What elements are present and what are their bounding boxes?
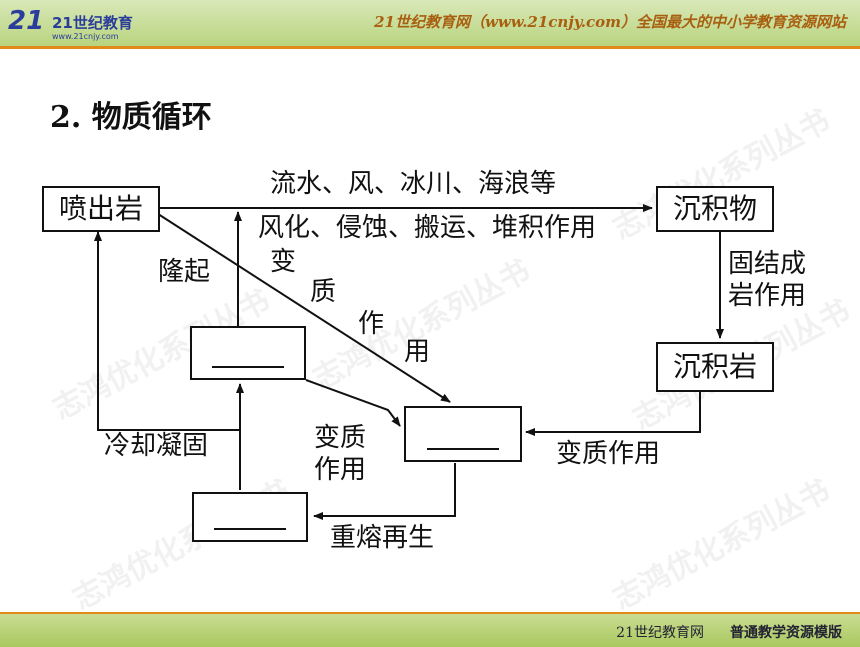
label-metamorphism-left-line1: 变质 (314, 423, 367, 453)
arrow-extrusive-metamorphism (154, 211, 451, 403)
logo-text: 21世纪教育 (52, 14, 133, 32)
label-metamorphism-char4: 用 (404, 337, 431, 367)
label-weathering: 风化、侵蚀、搬运、堆积作用 (258, 213, 597, 243)
footer-site: 21世纪教育网 (616, 625, 704, 641)
node-sediment: 沉积物 (656, 186, 774, 232)
node-extrusive-rock: 喷出岩 (42, 186, 160, 232)
logo-url: www.21cnjy.com (52, 32, 119, 41)
label-lithification-line1: 固结成 (728, 249, 807, 279)
label-remelting: 重熔再生 (330, 523, 435, 553)
node-blank-intrusive (190, 326, 306, 380)
label-metamorphism-left-line2: 作用 (314, 455, 367, 485)
header-bar: 21 21世纪教育 www.21cnjy.com 21世纪教育网（www.21c… (0, 0, 860, 49)
arrow-sedimentary-metamorphism (525, 392, 701, 436)
label-metamorphism-char2: 质 (310, 277, 337, 307)
node-blank-magma (192, 492, 308, 542)
footer-text: 21世纪教育网 普通教学资源模版 (616, 622, 842, 642)
footer-bar: 21世纪教育网 普通教学资源模版 (0, 612, 860, 647)
answer-blank-line (212, 366, 284, 368)
footer-template: 普通教学资源模版 (730, 625, 842, 641)
label-metamorphism-char3: 作 (358, 309, 385, 339)
label-metamorphism-char1: 变 (270, 247, 297, 277)
logo-mark: 21 (8, 6, 45, 36)
site-logo[interactable]: 21 21世纪教育 www.21cnjy.com (8, 4, 158, 42)
label-lithification-line2: 岩作用 (728, 281, 807, 311)
arrow-remelting (313, 463, 456, 520)
arrow-cooling (94, 231, 240, 431)
node-blank-metamorphic (404, 406, 522, 462)
label-cooling: 冷却凝固 (104, 431, 209, 461)
node-sedimentary-rock: 沉积岩 (656, 342, 774, 392)
label-transport-agents: 流水、风、冰川、海浪等 (270, 169, 557, 199)
answer-blank-line (426, 448, 500, 450)
site-slogan: 21世纪教育网（www.21cnjy.com）全国最大的中小学教育资源网站 (374, 13, 846, 31)
answer-blank-line (214, 528, 286, 530)
label-metamorphism-right: 变质作用 (556, 439, 661, 469)
arrow-intrusive-metamorphism (305, 379, 401, 427)
label-uplift: 隆起 (158, 257, 211, 287)
slide-title: 2. 物质循环 (50, 100, 212, 135)
